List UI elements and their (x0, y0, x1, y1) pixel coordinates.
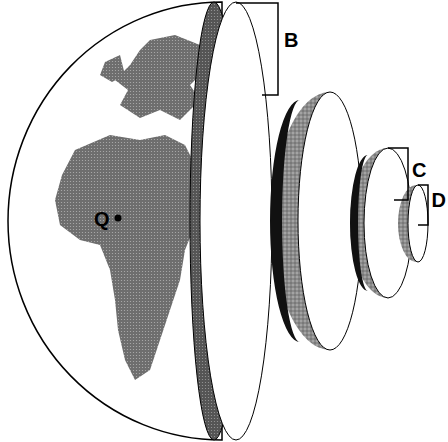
callout-letter: C (412, 160, 426, 180)
inner-core-face (408, 185, 428, 262)
callout-letter: D (432, 190, 446, 210)
bracket (418, 185, 428, 225)
island (100, 55, 125, 82)
callout-letter: B (284, 30, 298, 50)
point-marker (115, 215, 122, 222)
bracket (236, 3, 278, 95)
africa (55, 135, 210, 380)
europe (115, 35, 205, 120)
bracket (388, 148, 408, 200)
mantle-cut-face (200, 2, 272, 440)
mantle-shadow (270, 100, 300, 342)
callout-letter: Q (94, 209, 110, 229)
